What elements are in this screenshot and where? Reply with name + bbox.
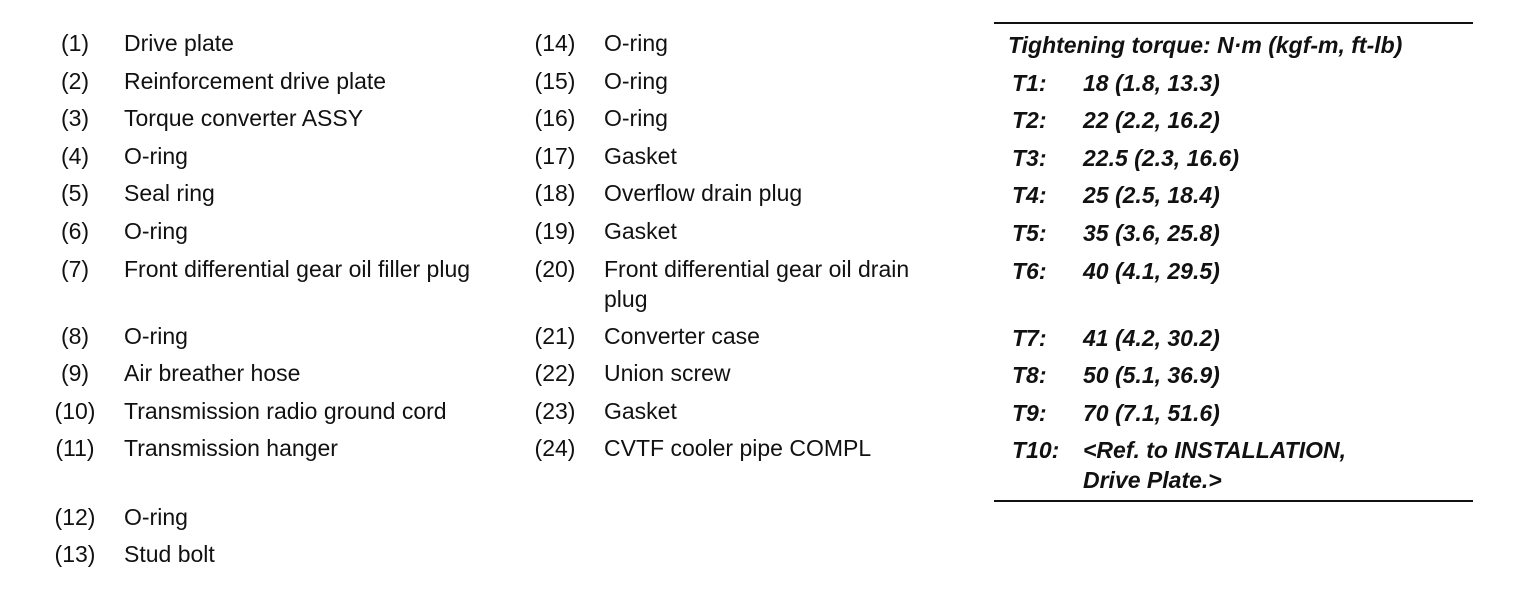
torque-key: T9: — [1012, 400, 1047, 426]
part-name: O-ring — [124, 143, 188, 169]
torque-key: T6: — [1012, 258, 1047, 284]
torque-value: 22.5 (2.3, 16.6) — [1083, 145, 1239, 171]
part-name: CVTF cooler pipe COMPL — [604, 435, 872, 461]
part-number: (9) — [60, 360, 90, 386]
part-name: Gasket — [604, 143, 677, 169]
part-name: Overflow drain plug — [604, 180, 803, 206]
torque-key: T3: — [1012, 145, 1047, 171]
part-number: (22) — [534, 360, 576, 386]
part-name: O-ring — [604, 30, 668, 56]
part-number: (8) — [60, 323, 90, 349]
part-name: O-ring — [604, 105, 668, 131]
part-name: Transmission radio ground cord — [124, 398, 447, 424]
torque-value: 40 (4.1, 29.5) — [1083, 258, 1220, 284]
part-number: (18) — [534, 180, 576, 206]
part-number: (1) — [60, 30, 90, 56]
part-number: (4) — [60, 143, 90, 169]
part-number: (2) — [60, 68, 90, 94]
torque-key: T10: — [1012, 437, 1060, 463]
torque-key: T7: — [1012, 325, 1047, 351]
part-name: O-ring — [124, 218, 188, 244]
part-number: (21) — [534, 323, 576, 349]
torque-value: 18 (1.8, 13.3) — [1083, 70, 1220, 96]
part-name: Union screw — [604, 360, 731, 386]
part-number: (6) — [60, 218, 90, 244]
part-name: Stud bolt — [124, 541, 215, 567]
torque-key: T1: — [1012, 70, 1047, 96]
part-number: (24) — [534, 435, 576, 461]
part-name: Transmission hanger — [124, 435, 338, 461]
part-number: (19) — [534, 218, 576, 244]
torque-value: 35 (3.6, 25.8) — [1083, 220, 1220, 246]
part-name: Drive plate — [124, 30, 234, 56]
part-name: O-ring — [124, 504, 188, 530]
part-number: (15) — [534, 68, 576, 94]
part-number: (16) — [534, 105, 576, 131]
torque-value: 41 (4.2, 30.2) — [1083, 325, 1220, 351]
part-name: O-ring — [124, 323, 188, 349]
part-number: (3) — [60, 105, 90, 131]
torque-value: 50 (5.1, 36.9) — [1083, 362, 1220, 388]
part-name: Front differential gear oil drain plug — [604, 256, 910, 312]
torque-value: 22 (2.2, 16.2) — [1083, 107, 1220, 133]
part-number: (12) — [54, 504, 96, 530]
part-number: (5) — [60, 180, 90, 206]
part-name: Front differential gear oil filler plug — [124, 256, 471, 282]
part-name: Seal ring — [124, 180, 215, 206]
torque-value: 70 (7.1, 51.6) — [1083, 400, 1220, 426]
part-name: Reinforcement drive plate — [124, 68, 387, 94]
part-number: (11) — [55, 435, 95, 461]
part-name: Gasket — [604, 218, 677, 244]
torque-table: Tightening torque: N·m (kgf-m, ft-lb) T1… — [994, 22, 1473, 502]
part-name: Torque converter ASSY — [124, 105, 364, 131]
part-name: Air breather hose — [124, 360, 301, 386]
part-number: (14) — [534, 30, 576, 56]
part-name: Gasket — [604, 398, 677, 424]
part-number: (23) — [534, 398, 576, 424]
part-name: O-ring — [604, 68, 668, 94]
torque-key: T4: — [1012, 182, 1047, 208]
torque-value: 25 (2.5, 18.4) — [1083, 182, 1220, 208]
torque-table-header: Tightening torque: N·m (kgf-m, ft-lb) — [1008, 32, 1403, 58]
torque-key: T2: — [1012, 107, 1047, 133]
part-number: (20) — [534, 256, 576, 282]
torque-key: T5: — [1012, 220, 1047, 246]
part-number: (17) — [534, 143, 576, 169]
part-number: (10) — [54, 398, 96, 424]
part-name: Converter case — [604, 323, 760, 349]
torque-key: T8: — [1012, 362, 1047, 388]
part-number: (7) — [60, 256, 90, 282]
part-number: (13) — [54, 541, 96, 567]
torque-value: <Ref. to INSTALLATION, Drive Plate.> — [1083, 437, 1346, 493]
